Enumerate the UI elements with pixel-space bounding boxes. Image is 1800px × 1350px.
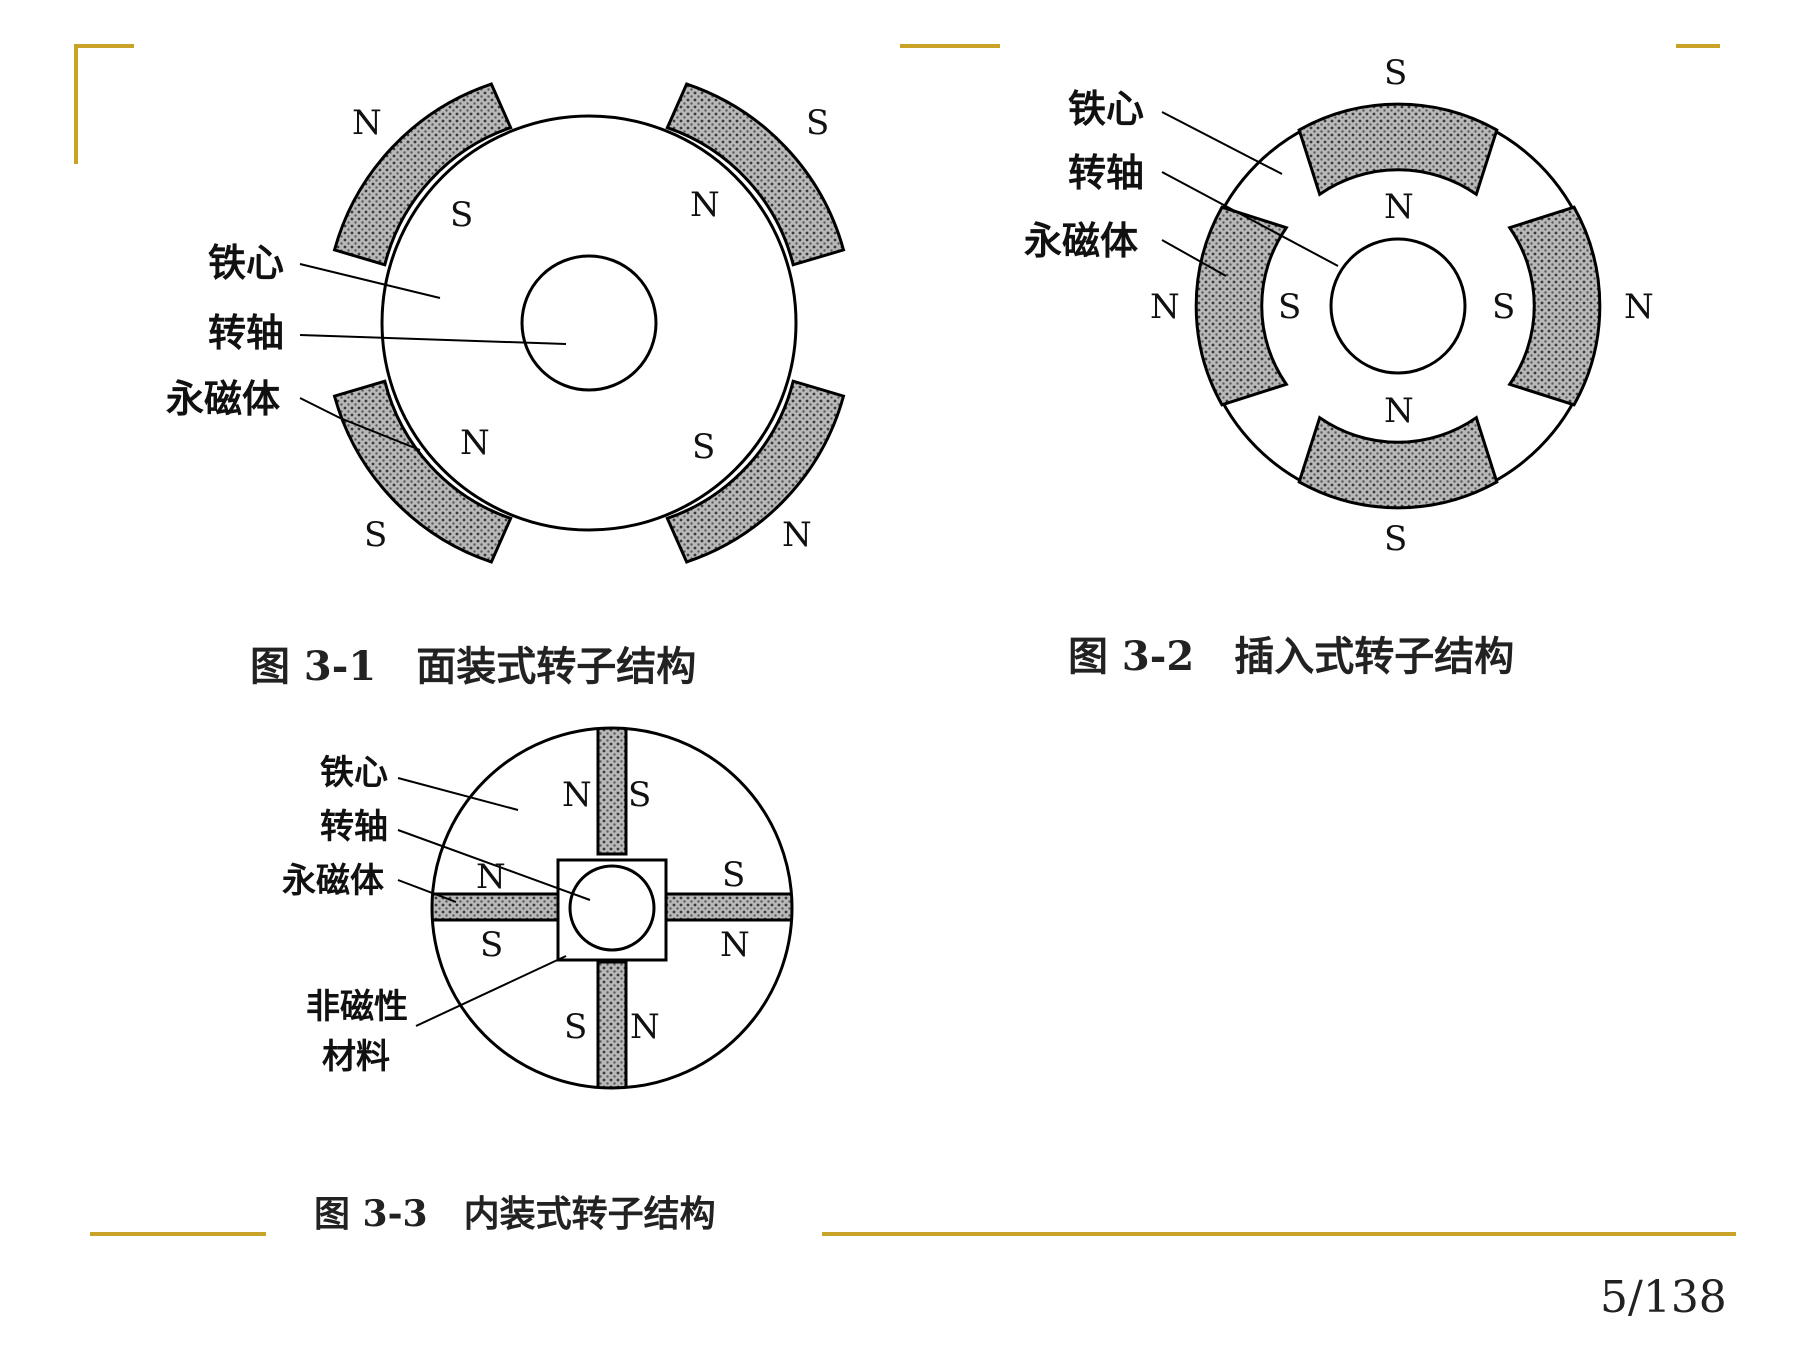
magnet-segment [1297,415,1499,510]
pole-label: N [1384,187,1414,227]
pole-label: N [630,1007,660,1047]
magnet-segment [1194,205,1289,407]
pole-label: S [564,1007,587,1047]
shaft [1329,237,1467,375]
figure-3-1: 铁心 转轴 永磁体 N S N S N S S N 图 3-1 面装式转子结构 [166,82,846,690]
pole-label: N [1384,391,1414,431]
magnet-bar [596,728,628,856]
shaft-label: 转轴 [320,807,388,847]
pole-label: N [562,775,592,815]
pole-label: S [1384,53,1407,93]
shaft [568,864,656,952]
figure-3-3: 铁心 转轴 永磁体 非磁性 材料 N S N S S N S N 图 3-3 内… [282,726,794,1235]
pole-label: S [806,103,829,143]
figure-3-3-caption: 图 3-3 内装式转子结构 [314,1193,716,1235]
pole-label: N [720,925,750,965]
pole-label: N [1150,287,1180,327]
leader-line [397,829,591,901]
shaft-label: 转轴 [1068,151,1144,195]
pole-label: N [782,515,812,555]
magnet-bar [596,960,628,1088]
pole-label: S [1278,287,1301,327]
shaft [520,254,658,392]
pole-label: S [692,427,715,467]
magnet-segment [332,379,513,564]
core-label: 铁心 [320,753,388,793]
non-magnetic-hub [556,858,668,962]
figure-3-1-caption: 图 3-1 面装式转子结构 [250,643,696,690]
leader-line [299,263,441,299]
corner-bracket [74,44,134,164]
magnet-bar [664,892,792,922]
leader-line [1161,171,1339,267]
pole-label: N [1624,287,1654,327]
pole-label: N [690,185,720,225]
pole-label: S [722,855,745,895]
magnet-segment [665,379,846,564]
material-label: 材料 [322,1037,390,1077]
pole-label: S [1384,519,1407,559]
leader-line [397,777,519,811]
iron-core [430,726,794,1090]
pole-label: N [352,103,382,143]
shaft-label: 转轴 [208,311,284,355]
leader-line [1161,239,1227,277]
magnet-segment [332,82,513,267]
figure-3-2: 铁心 转轴 永磁体 S N N S S N N S 图 3-2 插入式转子结构 [1024,53,1654,680]
leader-line [299,334,567,345]
leader-line [1161,111,1283,175]
pole-label: S [450,195,473,235]
page-number: 5/138 [1600,1272,1727,1323]
leader-line [397,879,457,903]
pole-label: N [476,857,506,897]
pole-label: S [364,515,387,555]
pole-label: S [628,775,651,815]
figure-3-2-caption: 图 3-2 插入式转子结构 [1068,633,1514,680]
iron-core [380,114,798,532]
non-magnetic-label: 非磁性 [306,987,408,1027]
pole-label: S [480,925,503,965]
pole-label: N [460,423,490,463]
core-label: 铁心 [1068,87,1144,131]
magnet-label: 永磁体 [166,377,280,421]
slide-decoration [74,44,1736,1236]
magnet-label: 永磁体 [1024,219,1138,263]
magnet-segment [1297,102,1499,197]
pole-label: S [1492,287,1515,327]
leader-line [299,397,421,451]
magnet-segment [1507,205,1602,407]
magnet-label: 永磁体 [282,861,384,901]
magnet-segment [665,82,846,267]
leader-line [415,955,567,1027]
core-label: 铁心 [208,241,284,285]
